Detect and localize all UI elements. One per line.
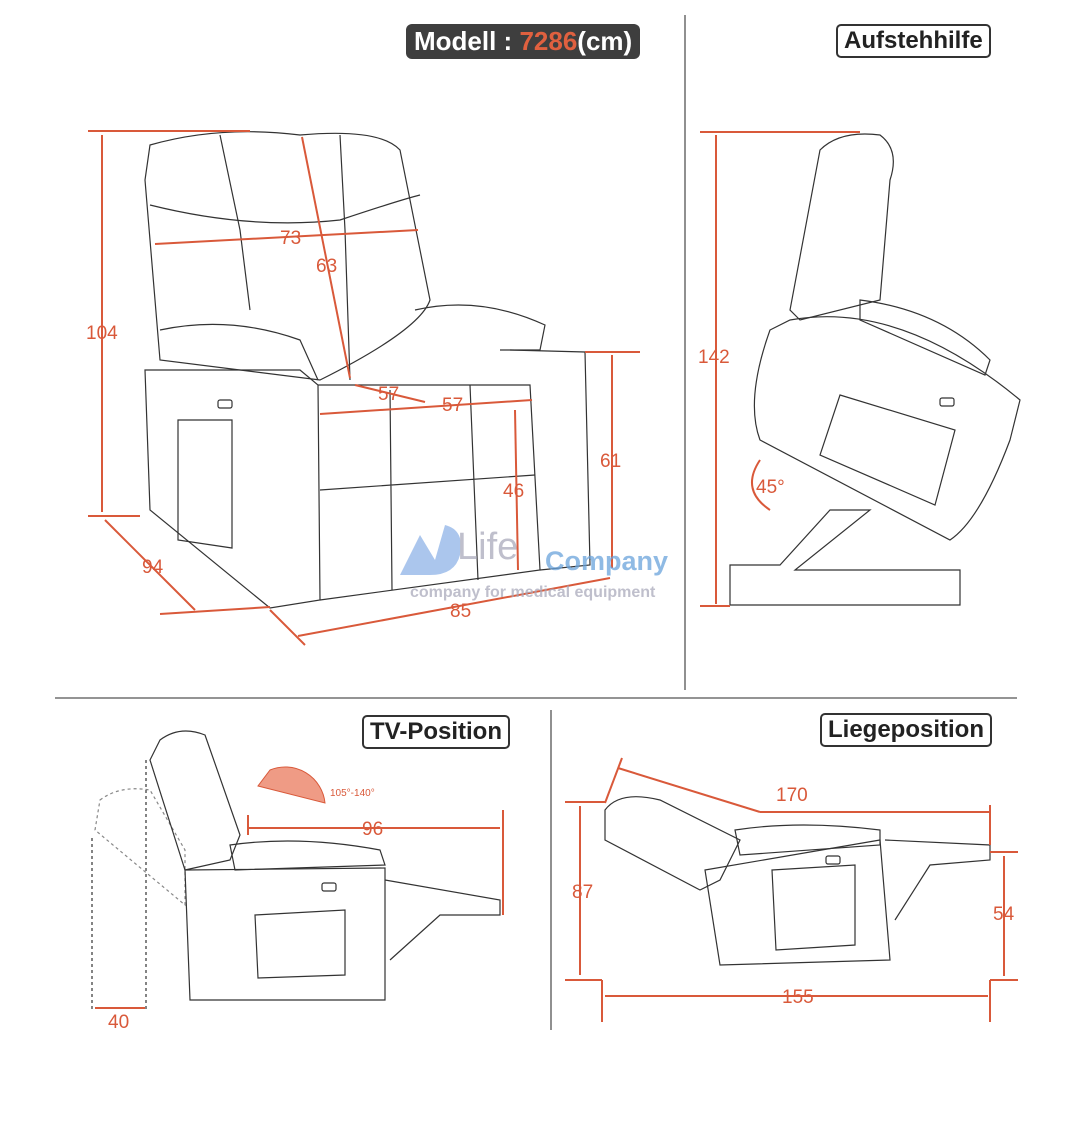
dim-seat-height: 46	[503, 481, 525, 502]
watermark-brand-company: Company	[545, 546, 669, 576]
dim-tv-wall: 40	[108, 1012, 130, 1033]
watermark-tagline: company for medical equipment	[410, 584, 656, 601]
watermark-brand-life: Life	[457, 526, 519, 568]
dim-back-height: 63	[316, 256, 338, 277]
chair-front-sketch	[144, 131, 591, 609]
dim-tv-angle: 105°-140°	[330, 788, 375, 799]
dim-lift-angle: 45°	[756, 477, 785, 498]
dim-back-width: 73	[280, 228, 302, 249]
model-label: Modell :	[414, 26, 520, 56]
dim-lie-length: 170	[776, 785, 808, 806]
model-badge: Modell : 7286(cm)	[406, 24, 641, 60]
model-unit: (cm)	[577, 26, 633, 56]
model-number: 7286	[519, 26, 578, 56]
chair-tv-sketch	[91, 730, 501, 1010]
dim-tv-length: 96	[362, 819, 384, 840]
section-title-lie: Liegeposition	[820, 713, 992, 747]
dim-lift-height: 142	[698, 347, 730, 368]
dim-lie-floor: 155	[782, 987, 814, 1008]
dimension-lines	[88, 130, 1018, 1022]
chair-lie-sketch	[604, 796, 991, 966]
dim-depth: 94	[142, 557, 164, 578]
dim-height: 104	[86, 323, 118, 344]
dim-seat-depth: 57	[378, 384, 400, 405]
section-title-tv: TV-Position	[362, 715, 510, 749]
dim-arm-height: 61	[600, 451, 622, 472]
dim-width: 85	[450, 601, 472, 622]
section-title-lift: Aufstehhilfe	[836, 24, 991, 58]
brand-logo-icon	[400, 525, 461, 575]
dim-lie-height: 87	[572, 882, 594, 903]
recline-angle-wedge	[257, 766, 326, 804]
chair-lift-sketch	[729, 133, 1021, 606]
dim-seat-width: 57	[442, 395, 464, 416]
dim-lie-footrest: 54	[993, 904, 1015, 925]
